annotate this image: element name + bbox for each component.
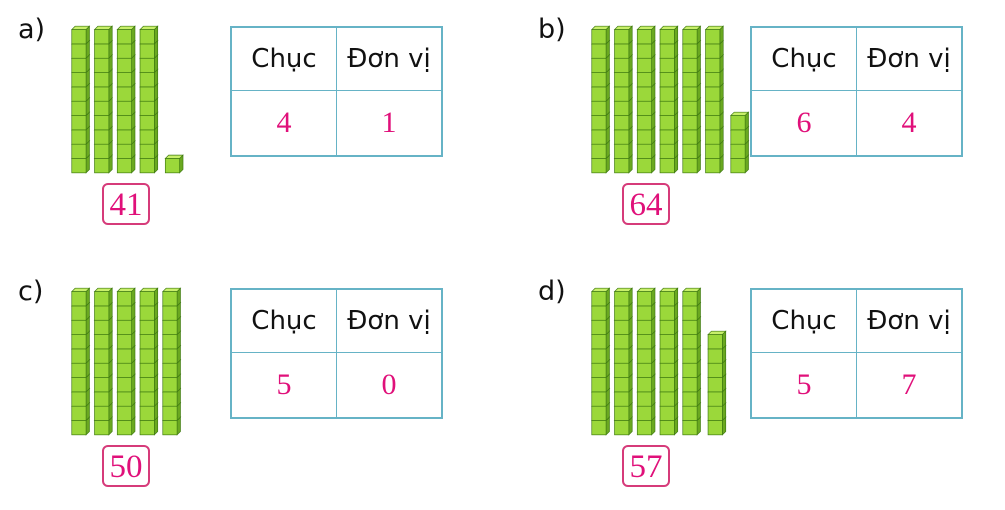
unit-cube [707,330,727,350]
ones-value: 1 [336,90,443,157]
answer-box: 57 [622,445,670,487]
header-tens: Chục [750,26,857,91]
tens-value: 5 [750,352,857,419]
ten-rod [93,287,114,436]
problem-label: b) [538,14,566,45]
answer-box: 50 [102,445,150,487]
answer-box: 41 [102,183,150,225]
place-value-table: Chục Đơn vị 5 7 [750,288,963,419]
ten-rod [590,25,611,174]
ten-rod [93,25,114,174]
ten-rod [139,287,159,436]
header-tens: Chục [230,26,337,91]
ones-value: 4 [856,90,963,157]
ten-rod [636,25,656,174]
ten-rod [659,287,679,436]
header-ones: Đơn vị [336,26,443,91]
problem-a: a) 41 Chục Đơn vị 4 1 [0,0,480,240]
problem-label: d) [538,276,566,307]
ten-rod [681,25,702,174]
problem-label: a) [18,14,46,45]
ten-rod [613,287,634,436]
place-value-table: Chục Đơn vị 4 1 [230,26,443,157]
tens-value: 5 [230,352,337,419]
base-ten-blocks [578,284,738,436]
ten-rod [161,287,182,436]
base-ten-blocks [58,284,218,436]
header-tens: Chục [750,288,857,353]
ten-rod [659,25,679,174]
base-ten-blocks [58,22,218,174]
ten-rod [590,287,611,436]
ten-rod [70,25,91,174]
base-ten-blocks [578,22,750,174]
ten-rod [70,287,91,436]
place-value-table: Chục Đơn vị 6 4 [750,26,963,157]
ten-rod [681,287,702,436]
unit-cube [729,111,750,131]
problem-c: c) 50 Chục Đơn vị 5 0 [0,262,480,502]
header-ones: Đơn vị [856,26,963,91]
ten-rod [613,25,634,174]
ten-rod [636,287,656,436]
problem-label: c) [18,276,44,307]
tens-value: 4 [230,90,337,157]
unit-cube [164,154,184,174]
header-tens: Chục [230,288,337,353]
ten-rod [116,25,136,174]
place-value-table: Chục Đơn vị 5 0 [230,288,443,419]
header-ones: Đơn vị [856,288,963,353]
ten-rod [139,25,159,174]
ten-rod [116,287,136,436]
tens-value: 6 [750,90,857,157]
problem-d: d) 57 Chục Đơn vị 5 7 [520,262,1000,502]
header-ones: Đơn vị [336,288,443,353]
problem-b: b) 64 Chục Đơn vị 6 4 [520,0,1000,240]
ten-rod [704,25,725,174]
ones-value: 7 [856,352,963,419]
ones-value: 0 [336,352,443,419]
answer-box: 64 [622,183,670,225]
